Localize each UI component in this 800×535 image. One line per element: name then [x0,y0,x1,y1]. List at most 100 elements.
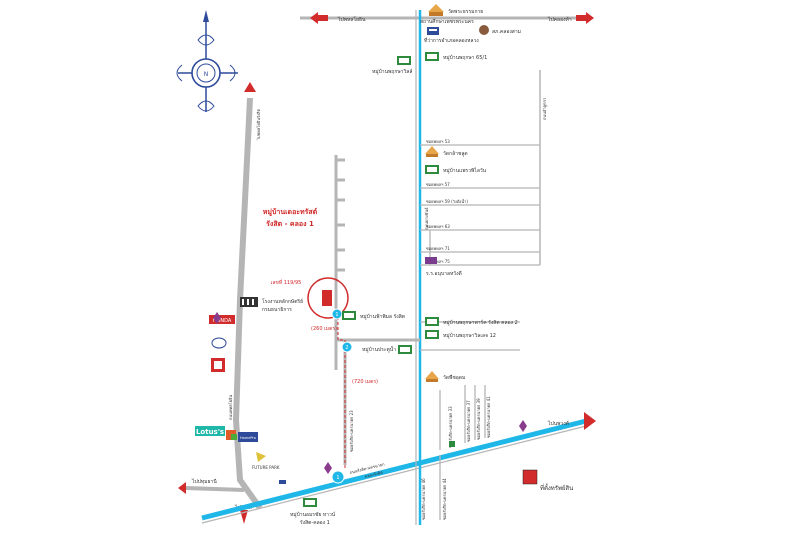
school-label: ร.ร.อนุบาลหวังดี [426,270,462,277]
route-marker-1-label: 1 [335,312,338,318]
lotus-logo: Lotus's [195,426,225,436]
bottom-sois [439,385,486,520]
temple-mid-icon [425,146,439,157]
soi-phahon-label: ซอยรังสิต-นครนายก 23 [349,410,354,452]
factory-label: โรงงานหลักกษัตริย์ [262,298,303,305]
gas-station-icon [213,312,221,324]
police-icon [479,25,489,35]
arrow-bottom-left-icon [178,482,186,494]
v-pattana-label: หมู่บ้านพฤกษาวิลล์ [372,68,412,75]
factory-icon [240,297,258,307]
arrow-top-right-label: ไปคลองห้า [547,16,572,23]
property-circle [307,277,349,319]
gas-station-icon [519,420,527,432]
police-label: สภ.คลองสาม [492,29,521,35]
gas-station-icon [324,462,332,474]
district-office-icon [427,27,439,35]
svg-text:1: 1 [336,475,339,481]
project-title-2: รังสิต - คลอง 1 [266,220,314,228]
distance-1-label: (260 เมตร) [311,326,337,332]
v-pruksa-label: หมู่บ้านพฤกษา 65/1 [443,54,487,61]
temple-bot-label: วัดพืชอุดม [443,374,465,381]
arrow-left-top [244,82,256,92]
v-bottom1-label: หมู่บ้านอมรชัย หาวน์ [290,511,336,518]
soi-d-label: ซอยพหลฯ 63 [426,224,450,229]
soi-e-label: ซอยพหลฯ 71 [426,246,450,251]
canal-east-label: ถนนลำลูกกา [542,98,548,120]
phahonyothin-label: ถนนพหลโยธิน [228,394,233,420]
route-marker-2-label: 2 [345,345,348,351]
temple-bot-icon [425,371,439,382]
village-icon [397,56,411,65]
school-icon [425,257,437,264]
village-icon [425,52,439,61]
svg-text:HomePro: HomePro [240,436,256,440]
marker-green-icon [449,441,455,447]
north-arrow-icon [203,10,209,22]
shop-icon [211,358,225,372]
project-roads [334,155,420,370]
compass-north-label: N [204,71,209,78]
factory2-label: กรมธนาธิการ [262,306,292,313]
temple-top-icon [428,4,444,16]
village-icon [342,311,356,320]
bottom-left-road [185,486,245,492]
blue-marker-icon [279,480,286,484]
arrow-right-icon [584,412,596,430]
future-park-logo: FUTURE PARK [252,452,280,470]
route-marker-1: 1 [331,308,343,320]
puzzle-logo [226,430,237,440]
phahonyothin-v-label: ไปพหลโยธินรังสิต [256,109,261,141]
soi-a-label: ซอยพหลฯ 53 [426,139,450,144]
legend-property-swatch [522,469,538,485]
soi37-label: ซอยรังสิต-นครนายก 37 [466,400,471,442]
temple-mid-label: วัดกล้าชลูด [443,150,468,157]
soi39-label: ซอยรังสิต-นครนายก 39 [476,398,481,440]
v-pruksa12-label: หมู่บ้านพฤกษาวิลเลจ 12 [443,332,496,339]
rangsit-nakhon-nayok-road [201,417,591,521]
arrow-top-left: ไปพหลโยธิน [310,12,366,24]
soi-f-label: ซอยพหลฯ 75 [426,259,450,264]
soi44-label: ซอยรังสิต-นครนายก 44 [442,478,447,520]
distance-2-label: (720 เมตร) [352,379,378,385]
village-icon [425,317,439,326]
homepro-logo: HomePro [238,432,258,442]
klong-label: คลองรังสิต [364,470,384,479]
honda-logo: HONDA [209,315,235,324]
svg-text:HONDA: HONDA [213,318,232,324]
v-chaiya-label: หมู่บ้านแพรวพิไลวัน [443,167,487,174]
phahonyothin-road [232,97,263,510]
project-title-1: หมู่บ้านเดอะทรัสต์ [263,207,318,217]
village-icon [425,165,439,174]
soi46-label: ซอยรังสิต-นครนายก 46 [421,478,426,520]
arrow-right-label: ไปนพวงศ์ [547,420,570,427]
address-label: เลขที่ 119/95 [271,279,302,286]
legend: ที่ตั้งทรัพย์สิน [522,469,573,492]
svg-text:FUTURE PARK: FUTURE PARK [252,465,280,470]
soi-c-label: ซอยพหลฯ 59 (วังตั่งน้ำ) [426,197,468,204]
soi-b-label: ซอยพหลฯ 57 [426,182,450,187]
route-marker-bottom: 1 [331,470,345,484]
village-icon [425,330,439,339]
temple-top-label: วัดพระธรรมกาย [448,9,483,15]
phahon-v-label: ซอยรังสิต-นครนายก 41 [486,396,491,438]
route-dashed-line [337,312,346,470]
district-office-label: ที่ว่าการอำเภอคลองหลวง [424,37,479,44]
klong-v-label: ถนนบางขันธ์ [424,207,429,230]
v-near2-label: หมู่บ้านประตูน้ำ [362,344,396,353]
svg-text:Lotus's: Lotus's [196,428,224,436]
route-marker-2: 2 [341,341,353,353]
property-marker [322,290,332,306]
village-icon [398,345,412,354]
legend-label: ที่ตั้งทรัพย์สิน [540,482,573,492]
pathum-school-label: สถานศึกษาเพชรพระนคร [420,18,474,25]
compass-rose: N [176,10,238,112]
arrow-bottom-left-label: ไปปทุมธานี [191,478,217,485]
v-bottom2-label: รังสิต-คลอง 1 [300,519,330,526]
village-icon [303,498,317,507]
v-klong2-label: หมู่บ้านพฤกษาพาร์ค รังสิต คลอง 2 [443,319,518,326]
v-near-label: หมู่บ้านฟ้าพิมล รังสิต [360,313,405,320]
soi33-label: ซอยรังสิต-นครนายก 33 [448,406,453,448]
arrow-top-right: ไปคลองห้า [547,12,594,24]
